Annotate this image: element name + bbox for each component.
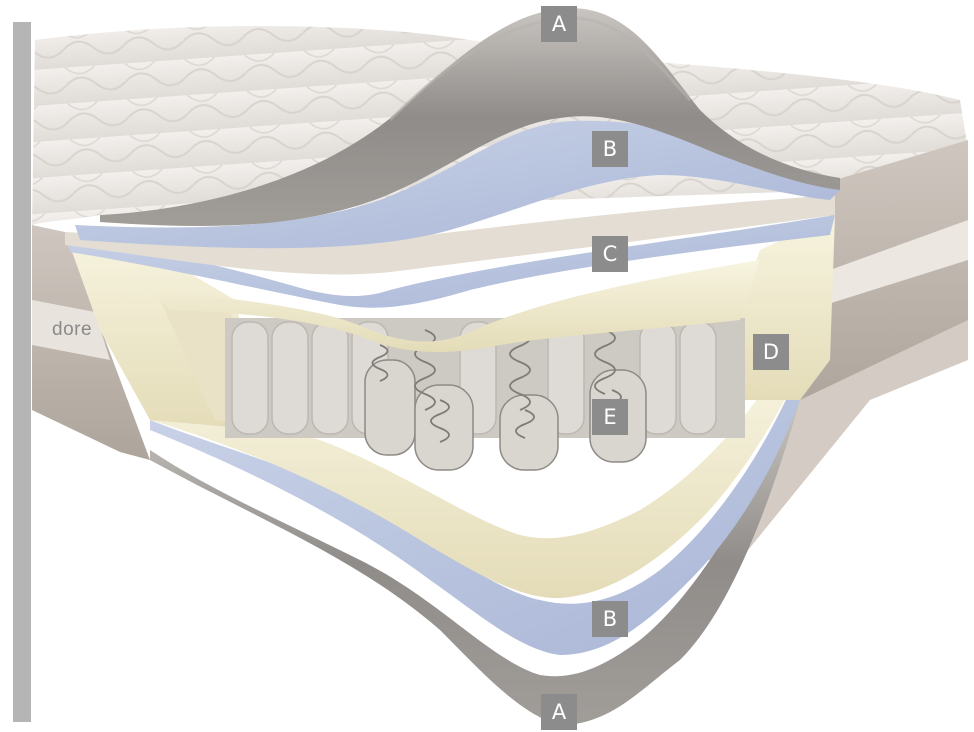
label-d: D bbox=[753, 334, 789, 370]
left-edge-bar bbox=[13, 22, 31, 722]
label-e: E bbox=[592, 399, 628, 435]
brand-logo-text: dore bbox=[52, 319, 92, 341]
label-b-top: B bbox=[592, 131, 628, 167]
label-c: C bbox=[592, 236, 628, 272]
label-b-bottom: B bbox=[592, 601, 628, 637]
label-a-bottom: A bbox=[541, 694, 577, 730]
label-a-top: A bbox=[541, 6, 577, 42]
